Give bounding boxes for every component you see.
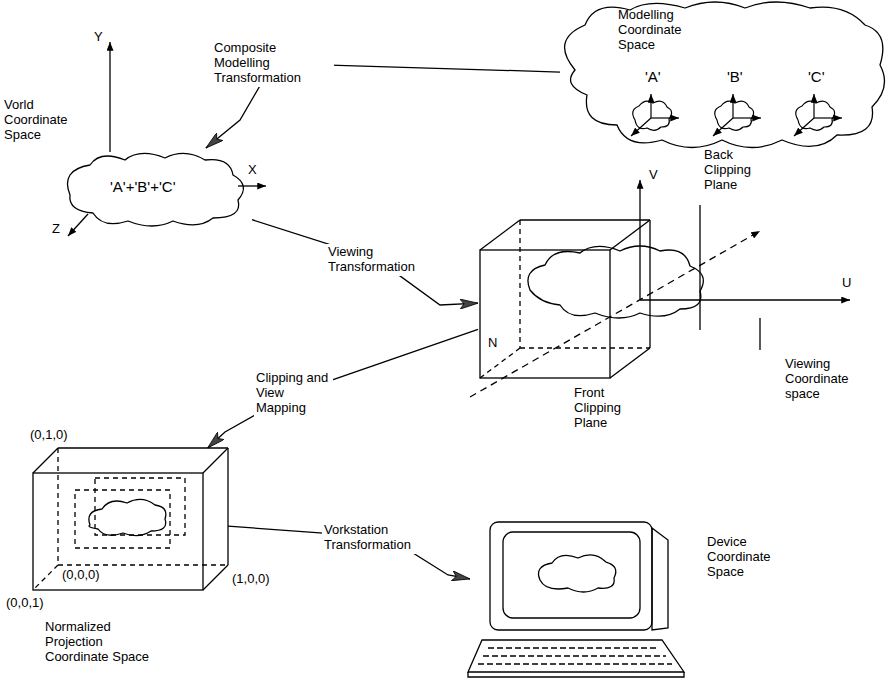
cube-edge bbox=[649, 220, 650, 348]
object-name: 'A' bbox=[645, 68, 661, 85]
axis-label: Z bbox=[52, 222, 60, 237]
key-row bbox=[478, 663, 672, 664]
transformation-label: Clipping and View Mapping bbox=[254, 370, 333, 417]
space-heading: Modelling Coordinate Space bbox=[618, 8, 698, 53]
object-figure bbox=[794, 94, 842, 136]
hidden-cube-edge bbox=[480, 348, 520, 378]
cube-edge bbox=[227, 448, 228, 565]
plane-mark bbox=[759, 318, 760, 350]
hidden-cube-edge bbox=[33, 565, 58, 590]
hidden-cube-edge bbox=[519, 220, 520, 348]
keyboard-edge bbox=[468, 672, 684, 677]
transformation-arrow bbox=[208, 329, 478, 448]
hidden-cube-edge bbox=[57, 448, 58, 565]
n-axis bbox=[470, 231, 760, 397]
monitor-screen bbox=[503, 532, 640, 618]
cube-edge bbox=[203, 448, 228, 473]
cube-edge bbox=[610, 220, 650, 250]
back-clipping-plane bbox=[699, 205, 700, 330]
cube-face bbox=[33, 473, 203, 590]
x-axis bbox=[238, 185, 266, 186]
key-row bbox=[488, 647, 658, 648]
plane-label: Front Clipping Plane bbox=[574, 386, 644, 431]
modelling-illustration bbox=[565, 2, 885, 148]
scene-cloud bbox=[528, 246, 703, 318]
axis-label: U bbox=[842, 276, 851, 291]
key-row bbox=[483, 655, 666, 656]
transformation-arrow bbox=[252, 220, 478, 305]
cube-edge bbox=[33, 448, 58, 473]
view-volume bbox=[75, 490, 170, 548]
corner-coordinate: (0,1,0) bbox=[30, 428, 68, 443]
cube-edge bbox=[520, 219, 650, 220]
monitor-side bbox=[652, 528, 668, 630]
screen-cloud bbox=[539, 555, 616, 592]
axis-label: V bbox=[649, 168, 658, 183]
object-name: 'A'+'B'+'C' bbox=[110, 178, 176, 195]
y-axis bbox=[109, 42, 110, 152]
space-heading: Vorld Coordinate Space bbox=[4, 98, 76, 143]
space-heading: Viewing Coordinate space bbox=[785, 357, 870, 402]
object-figure bbox=[713, 94, 761, 136]
object-figure bbox=[631, 94, 679, 136]
axis-label: N bbox=[488, 336, 497, 351]
u-axis bbox=[640, 299, 850, 300]
world-space: Vorld Coordinate Space'A'+'B'+'C' bbox=[60, 148, 252, 230]
workstation-illustration bbox=[468, 522, 684, 677]
keyboard bbox=[468, 640, 684, 672]
cube-edge bbox=[480, 220, 520, 250]
z-axis bbox=[68, 214, 88, 236]
front-clipping-face bbox=[480, 250, 610, 378]
object-name: 'B' bbox=[727, 68, 743, 85]
axis-label: Y bbox=[94, 30, 103, 45]
space-heading: Device Coordinate Space bbox=[707, 535, 792, 580]
corner-coordinate: (0,0,1) bbox=[6, 596, 44, 611]
v-axis bbox=[639, 180, 640, 300]
cube-edge bbox=[58, 447, 228, 448]
space-heading: Normalized Projection Coordinate Space bbox=[45, 620, 165, 665]
transformation-label: Viewing Transformation bbox=[326, 244, 430, 276]
view-volume bbox=[95, 478, 185, 535]
corner-coordinate: (0,0,0) bbox=[62, 568, 100, 583]
viewing-space: Viewing Coordinate space bbox=[478, 218, 653, 380]
scene-cloud bbox=[89, 499, 166, 535]
hidden-cube-edge bbox=[520, 347, 650, 348]
space-cloud bbox=[565, 2, 885, 148]
corner-coordinate: (1,0,0) bbox=[232, 572, 270, 587]
monitor-case bbox=[490, 522, 652, 630]
plane-label: Back Clipping Plane bbox=[704, 148, 774, 193]
world-cloud bbox=[68, 153, 244, 226]
object-name: 'C' bbox=[808, 68, 825, 85]
npc-illustration bbox=[33, 448, 228, 590]
device-space: Device Coordinate Space bbox=[470, 518, 682, 678]
cube-edge bbox=[203, 565, 228, 590]
axis-label: X bbox=[248, 163, 257, 178]
transformation-label: Composite Modelling Transformation bbox=[212, 40, 334, 87]
modelling-space: Modelling Coordinate Space 'A' 'B' 'C' bbox=[560, 4, 890, 150]
transformation-label: Vorkstation Transformation bbox=[322, 522, 456, 554]
cube-edge bbox=[610, 348, 650, 378]
